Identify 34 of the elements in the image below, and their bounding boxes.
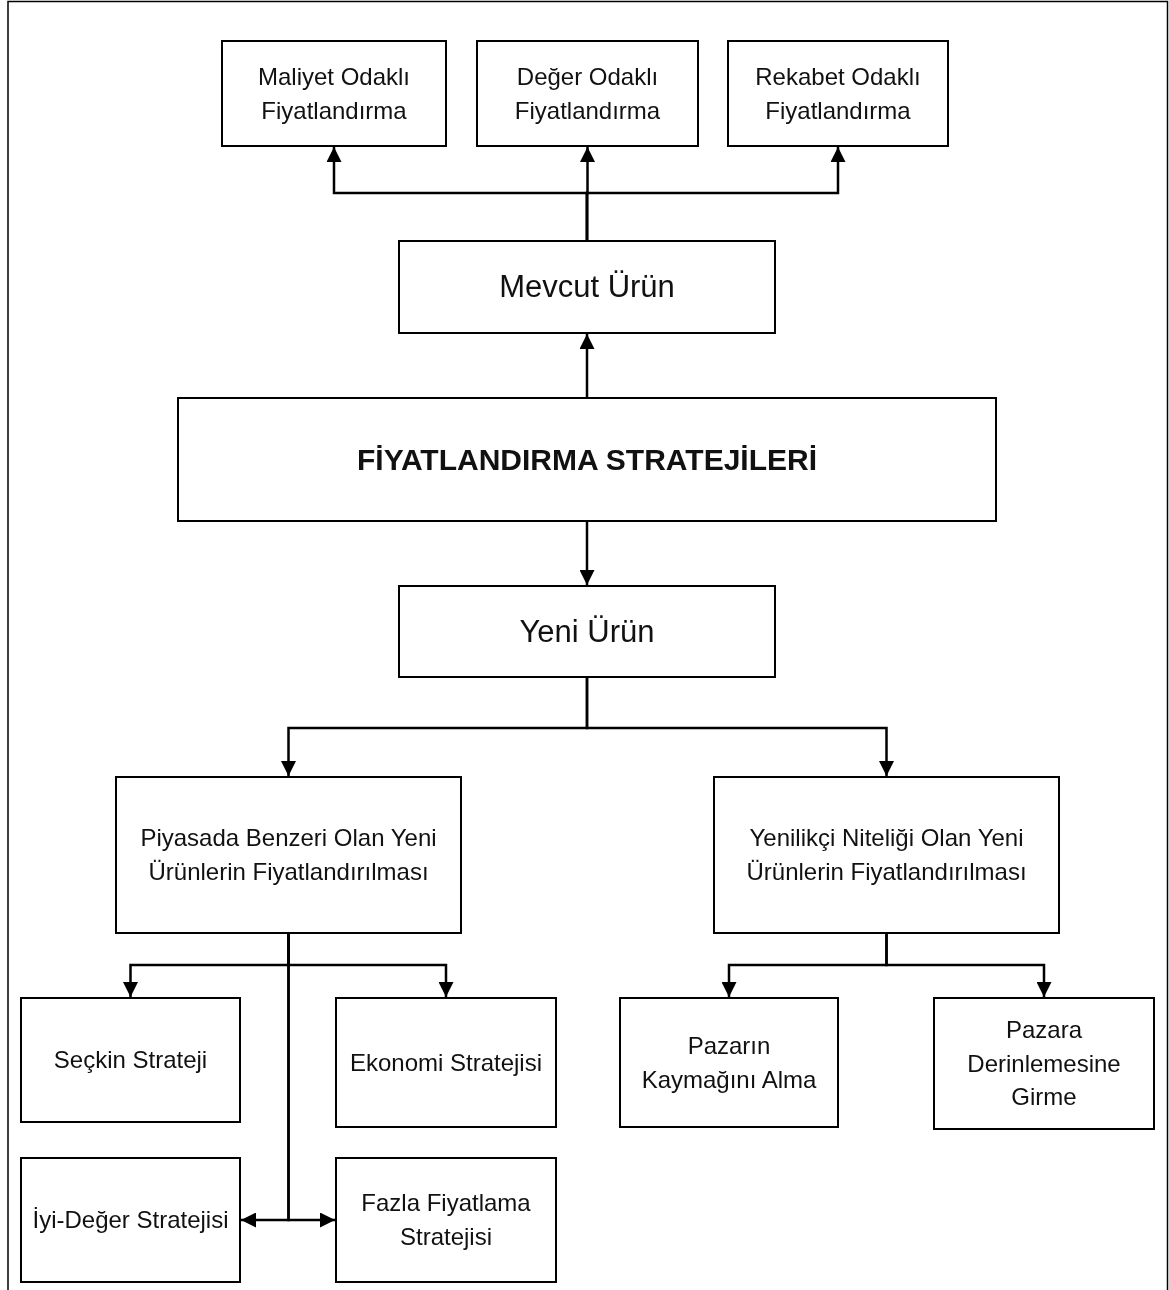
box-label: Değer Odaklı Fiyatlandırma (513, 61, 662, 126)
box-label: Yenilikçi Niteliği Olan Yeni Ürünlerin Fiyatlandırılması (745, 823, 1028, 887)
arrow (585, 147, 846, 240)
box-label: Fazla Fiyatlama Stratejisi (360, 1188, 532, 1252)
box-label: Piyasada Benzeri Olan Yeni Ürünlerin Fiyatlandırılması (139, 823, 438, 887)
process-box (398, 585, 776, 678)
process-box (713, 776, 1060, 934)
box-label: İyi-Değer Stratejisi (32, 1205, 229, 1236)
process-box (221, 40, 447, 147)
process-box (476, 40, 699, 147)
process-box (727, 40, 949, 147)
box-label: Ekonomi Stratejisi (349, 1047, 543, 1078)
process-box (335, 997, 557, 1128)
process-box (177, 397, 997, 522)
process-box (933, 997, 1155, 1130)
arrow (287, 934, 335, 1228)
process-box (20, 1157, 241, 1283)
process-box (115, 776, 462, 934)
process-box (619, 997, 839, 1128)
box-label: Pazara Derinlemesine Girme (966, 1015, 1122, 1113)
box-label: FİYATLANDIRMA STRATEJİLERİ (357, 441, 817, 478)
box-label: Maliyet Odaklı Fiyatlandırma (256, 61, 412, 126)
arrow (585, 678, 894, 776)
process-box (398, 240, 776, 334)
arrow (579, 522, 595, 585)
arrow (885, 934, 1052, 997)
box-label: Seçkin Strateji (53, 1045, 208, 1076)
box-label: Rekabet Odaklı Fiyatlandırma (754, 61, 922, 126)
box-label: Yeni Ürün (519, 612, 655, 651)
process-box (20, 997, 241, 1123)
process-box (335, 1157, 557, 1283)
box-label: Mevcut Ürün (499, 268, 675, 307)
arrow (579, 334, 595, 397)
box-label: Pazarın Kaymağını Alma (640, 1030, 818, 1095)
